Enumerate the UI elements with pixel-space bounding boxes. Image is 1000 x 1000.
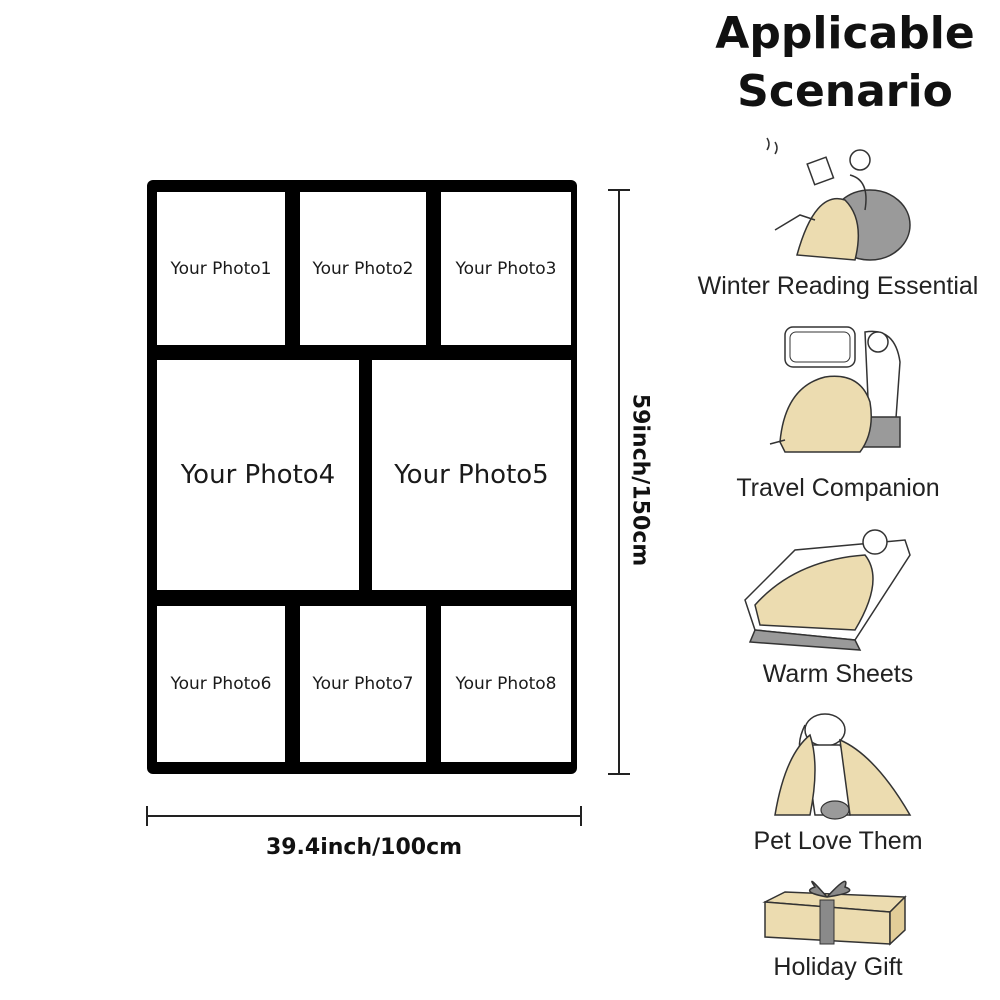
scenario-label-pet: Pet Love Them — [753, 827, 923, 855]
photo-slot-7[interactable]: Your Photo7 — [300, 606, 426, 762]
width-dimension-tick — [580, 806, 582, 826]
photo-slot-label: Your Photo5 — [394, 460, 549, 490]
scenario-label-travel: Travel Companion — [736, 474, 940, 502]
gift-icon — [762, 880, 907, 946]
photo-slot-label: Your Photo2 — [312, 258, 414, 279]
height-dimension-label: 59inch/150cm — [627, 393, 653, 567]
photo-slot-6[interactable]: Your Photo6 — [157, 606, 285, 762]
photo-slot-label: Your Photo1 — [170, 258, 272, 279]
reading-icon — [766, 137, 911, 261]
photo-slot-label: Your Photo3 — [455, 258, 557, 279]
scenario-label-gift: Holiday Gift — [773, 953, 903, 981]
travel-icon — [769, 326, 901, 453]
photo-slot-label: Your Photo8 — [455, 674, 557, 694]
photo-slot-1[interactable]: Your Photo1 — [157, 192, 285, 345]
scenario-label-reading: Winter Reading Essential — [697, 272, 979, 300]
height-dimension-line — [618, 190, 620, 774]
height-dimension-tick — [608, 189, 630, 191]
width-dimension-line — [147, 815, 581, 817]
scenario-label-bed: Warm Sheets — [762, 660, 914, 688]
photo-slot-label: Your Photo6 — [170, 674, 272, 694]
photo-blanket-template: Your Photo1 Your Photo2 Your Photo3 Your… — [147, 180, 577, 774]
photo-slot-5[interactable]: Your Photo5 — [372, 360, 571, 590]
photo-slot-label: Your Photo4 — [180, 460, 336, 490]
scenario-heading-line1: Applicable — [715, 8, 975, 59]
photo-slot-2[interactable]: Your Photo2 — [300, 192, 426, 345]
photo-slot-4[interactable]: Your Photo4 — [157, 360, 359, 590]
pet-icon — [774, 713, 912, 820]
photo-slot-8[interactable]: Your Photo8 — [441, 606, 571, 762]
bed-icon — [744, 529, 911, 651]
height-dimension-tick — [608, 773, 630, 775]
scenario-heading-line2: Scenario — [737, 66, 953, 117]
width-dimension-label: 39.4inch/100cm — [265, 835, 463, 860]
photo-slot-3[interactable]: Your Photo3 — [441, 192, 571, 345]
width-dimension-tick — [146, 806, 148, 826]
photo-slot-label: Your Photo7 — [312, 674, 414, 694]
